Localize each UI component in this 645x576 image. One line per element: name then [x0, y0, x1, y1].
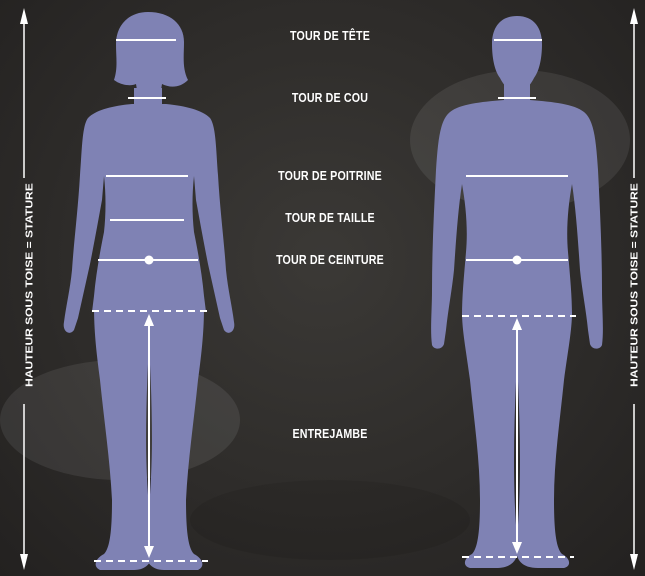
left-height-arrow-bottom	[20, 554, 28, 570]
label-inseam: ENTREJAMBE	[248, 426, 412, 441]
right-height-arrow-top	[630, 8, 638, 24]
label-neck-circumference: TOUR DE COU	[248, 90, 412, 105]
right-height-label: HAUTEUR SOUS TOISE = STATURE	[628, 160, 640, 410]
female-belt-dot	[145, 256, 154, 265]
left-height-arrow-top	[20, 8, 28, 24]
male-belt-dot	[513, 256, 522, 265]
label-chest-circumference: TOUR DE POITRINE	[248, 168, 412, 183]
label-waist-circumference: TOUR DE TAILLE	[248, 210, 412, 225]
left-height-label: HAUTEUR SOUS TOISE = STATURE	[23, 160, 35, 410]
label-head-circumference: TOUR DE TÊTE	[248, 28, 412, 43]
label-belt-circumference: TOUR DE CEINTURE	[248, 252, 412, 267]
right-height-arrow-bottom	[630, 554, 638, 570]
